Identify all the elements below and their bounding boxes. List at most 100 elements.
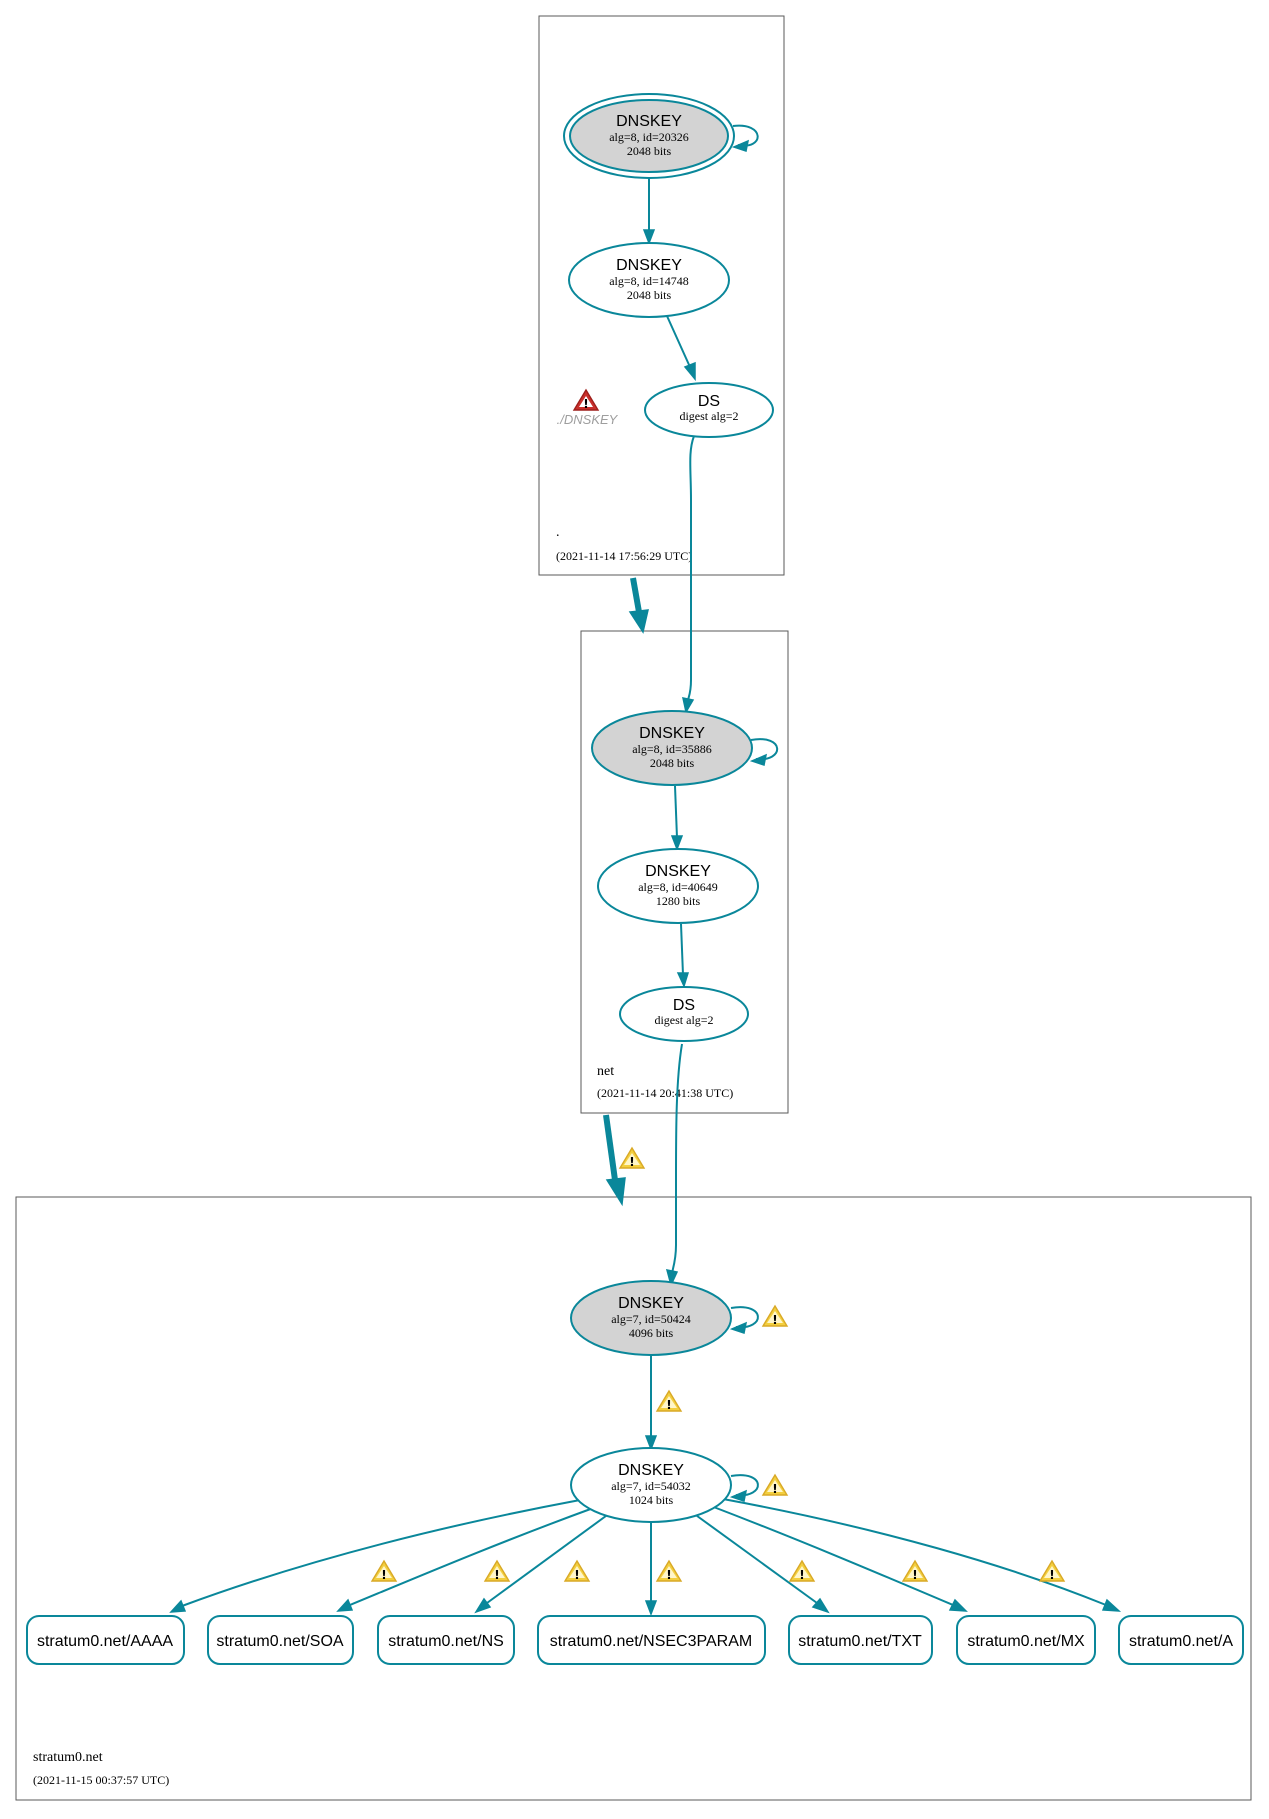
zone-root-timestamp: (2021-11-14 17:56:29 UTC) [556, 549, 692, 563]
rrset-node[interactable]: stratum0.net/A [1118, 1615, 1244, 1665]
warning-icon[interactable]: ! [1039, 1560, 1065, 1582]
node-root-zsk-alg: alg=8, id=14748 [609, 274, 689, 288]
arrow-zsk-txt [811, 1597, 830, 1614]
warning-mark: ! [666, 1398, 671, 1412]
rrset-node[interactable]: stratum0.net/NS [377, 1615, 515, 1665]
arrow-zsk-soa [336, 1598, 354, 1612]
missing-dnskey-label: ./DNSKEY [557, 412, 619, 427]
rrset-label: stratum0.net/A [1129, 1633, 1233, 1650]
warning-mark: ! [799, 1568, 804, 1582]
node-root-zsk-title: DNSKEY [616, 257, 682, 274]
rrset-label: stratum0.net/SOA [216, 1633, 343, 1650]
arrow-zsk-aaaa [169, 1599, 187, 1613]
edge-net-ksk-zsk [674, 785, 678, 839]
arrow-root-ds-net-ksk [682, 697, 695, 715]
node-stratum-ksk[interactable]: DNSKEY alg=7, id=50424 4096 bits [570, 1280, 732, 1356]
node-stratum-zsk-title: DNSKEY [618, 1462, 684, 1479]
node-net-ds-digest: digest alg=2 [654, 1013, 713, 1027]
arrow-root-zsk-ds [683, 361, 696, 382]
rrset-label: stratum0.net/AAAA [37, 1633, 173, 1650]
warning-mark: ! [912, 1568, 917, 1582]
node-root-ksk-bits: 2048 bits [627, 144, 672, 158]
node-root-missing-dnskey[interactable]: ! ./DNSKEY [557, 388, 619, 427]
arrow-net-ksk-zsk [670, 835, 684, 852]
node-stratum-ksk-title: DNSKEY [618, 1295, 684, 1312]
node-stratum-ksk-alg: alg=7, id=50424 [611, 1312, 691, 1326]
node-net-ds[interactable]: DS digest alg=2 [619, 986, 749, 1042]
warning-icon[interactable]: ! [902, 1560, 928, 1582]
edge-root-ds-net-ksk [687, 435, 695, 701]
rrset-label: stratum0.net/NS [388, 1633, 504, 1650]
edge-root-zsk-ds [666, 315, 691, 368]
rrset-node[interactable]: stratum0.net/NSEC3PARAM [537, 1615, 766, 1665]
arrow-root-ksk-self [731, 139, 750, 152]
node-root-ds-digest: digest alg=2 [679, 409, 738, 423]
zone-net-timestamp: (2021-11-14 20:41:38 UTC) [597, 1086, 733, 1100]
warning-icon[interactable]: ! [656, 1560, 682, 1582]
edge-zsk-soa [349, 1506, 597, 1606]
zone-stratum0-timestamp: (2021-11-15 00:37:57 UTC) [33, 1773, 169, 1787]
node-stratum-zsk-bits: 1024 bits [629, 1493, 674, 1507]
zone-root-name: . [556, 525, 560, 540]
node-stratum-zsk[interactable]: DNSKEY alg=7, id=54032 1024 bits [570, 1447, 732, 1523]
arrow-net-ds-st-ksk [665, 1269, 679, 1288]
arrow-st-ksk-self [729, 1321, 748, 1334]
node-net-ksk-alg: alg=8, id=35886 [632, 742, 712, 756]
warning-mark: ! [1049, 1568, 1054, 1582]
zone-net-name: net [597, 1064, 614, 1079]
arrow-delegation-net-stratum [605, 1177, 626, 1207]
arrow-st-ksk-zsk [644, 1435, 658, 1452]
zone-net-cluster [580, 630, 789, 1114]
node-stratum-zsk-alg: alg=7, id=54032 [611, 1479, 691, 1493]
warning-icon[interactable]: ! [762, 1305, 788, 1327]
node-root-ds[interactable]: DS digest alg=2 [644, 382, 774, 438]
arrow-delegation-root-net [628, 609, 649, 634]
warning-icon[interactable]: ! [484, 1560, 510, 1582]
arrow-zsk-a [1101, 1598, 1122, 1612]
node-net-zsk[interactable]: DNSKEY alg=8, id=40649 1280 bits [597, 848, 759, 924]
node-root-ds-title: DS [698, 393, 720, 410]
node-net-ksk[interactable]: DNSKEY alg=8, id=35886 2048 bits [591, 710, 753, 786]
arrow-root-ksk-zsk [642, 229, 656, 246]
edge-delegation-net-stratum [603, 1114, 618, 1181]
edge-net-ds-st-ksk [671, 1043, 683, 1274]
rrset-node[interactable]: stratum0.net/TXT [788, 1615, 933, 1665]
arrow-net-ksk-self [749, 753, 768, 766]
rrset-label: stratum0.net/NSEC3PARAM [550, 1633, 752, 1650]
zone-root-cluster [538, 15, 785, 576]
arrow-zsk-mx [948, 1598, 968, 1612]
warning-mark: ! [629, 1155, 634, 1169]
warning-icon[interactable]: ! [789, 1560, 815, 1582]
node-root-ksk[interactable]: DNSKEY alg=8, id=20326 2048 bits [563, 93, 735, 179]
edge-zsk-ns [486, 1512, 611, 1604]
node-net-zsk-bits: 1280 bits [656, 894, 701, 908]
warning-icon[interactable]: ! [619, 1147, 645, 1169]
node-net-ksk-bits: 2048 bits [650, 756, 695, 770]
rrset-node[interactable]: stratum0.net/AAAA [26, 1615, 185, 1665]
error-mark: ! [583, 397, 588, 411]
edge-net-zsk-ds [680, 923, 684, 976]
rrset-node[interactable]: stratum0.net/MX [956, 1615, 1096, 1665]
rrset-label: stratum0.net/TXT [798, 1633, 922, 1650]
node-net-ksk-title: DNSKEY [639, 725, 705, 742]
node-net-zsk-title: DNSKEY [645, 863, 711, 880]
warning-icon[interactable]: ! [656, 1390, 682, 1412]
warning-mark: ! [772, 1482, 777, 1496]
node-root-ksk-alg: alg=8, id=20326 [609, 130, 689, 144]
node-net-ds-title: DS [673, 997, 695, 1014]
warning-mark: ! [381, 1568, 386, 1582]
node-root-zsk[interactable]: DNSKEY alg=8, id=14748 2048 bits [568, 242, 730, 318]
warning-icon[interactable]: ! [762, 1474, 788, 1496]
warning-mark: ! [772, 1313, 777, 1327]
warning-icon[interactable]: ! [371, 1560, 397, 1582]
arrow-zsk-nsec3param [644, 1600, 658, 1617]
rrset-node[interactable]: stratum0.net/SOA [207, 1615, 354, 1665]
warning-icon[interactable]: ! [564, 1560, 590, 1582]
edge-delegation-root-net [630, 577, 642, 613]
error-icon: ! [572, 388, 600, 411]
arrow-zsk-ns [474, 1597, 492, 1614]
node-root-ksk-title: DNSKEY [616, 113, 682, 130]
node-root-zsk-bits: 2048 bits [627, 288, 672, 302]
warning-mark: ! [666, 1568, 671, 1582]
